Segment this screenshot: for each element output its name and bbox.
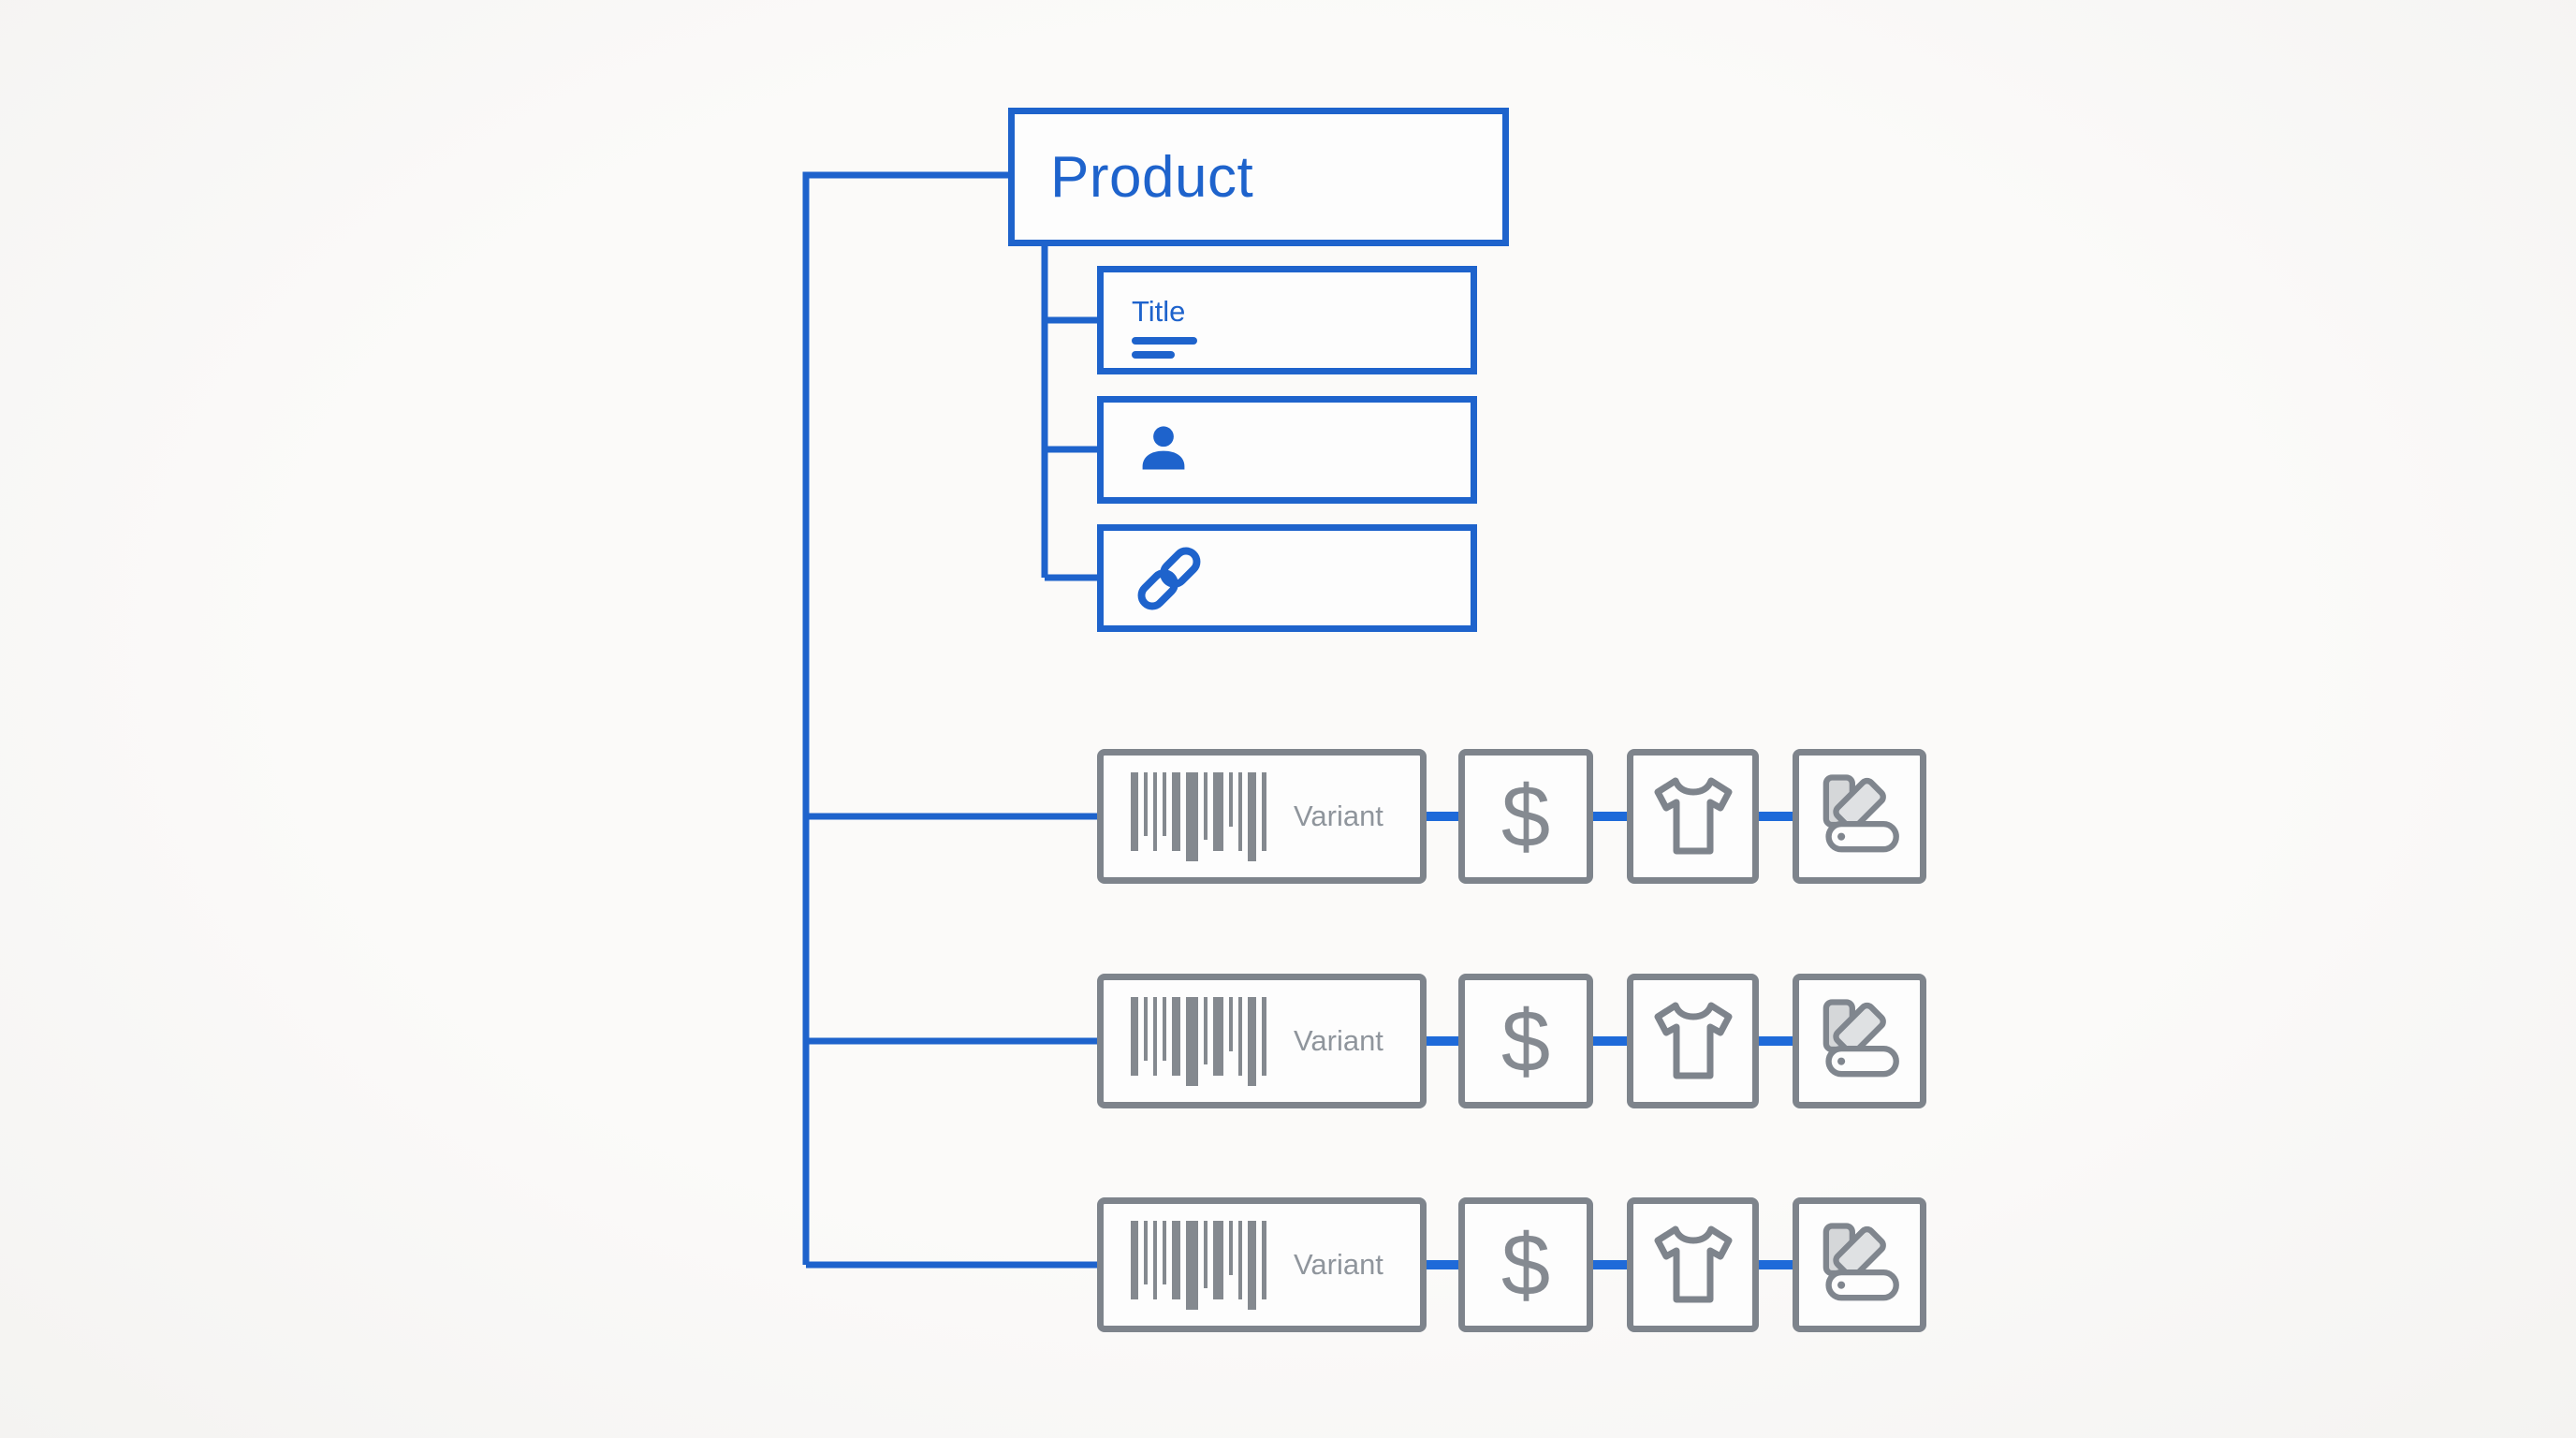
product-node: Product (1008, 108, 1509, 246)
attribute-node-person (1097, 396, 1477, 504)
dollar-sign-icon: $ (1500, 991, 1551, 1090)
tshirt-icon (1647, 1218, 1740, 1312)
tshirt-icon (1647, 994, 1740, 1088)
barcode-icon (1131, 997, 1266, 1086)
attribute-node-link (1097, 524, 1477, 632)
variant-label: Variant (1294, 1024, 1383, 1057)
variant-price-node: $ (1458, 1197, 1593, 1332)
product-label: Product (1050, 144, 1254, 210)
variant-label: Variant (1294, 1248, 1383, 1281)
text-lines-icon (1132, 351, 1175, 359)
tshirt-icon (1647, 770, 1740, 863)
tree-connector-lines (802, 171, 1099, 1269)
variant-row: Variant $ (1097, 1197, 1926, 1332)
variant-node: Variant (1097, 1197, 1427, 1332)
variant-node: Variant (1097, 974, 1427, 1108)
variant-price-node: $ (1458, 749, 1593, 884)
title-label: Title (1132, 295, 1186, 328)
variant-color-node (1793, 974, 1926, 1108)
person-icon (1134, 420, 1193, 480)
variant-connector-lines (1425, 812, 1794, 1269)
variant-apparel-node (1627, 974, 1759, 1108)
link-icon (1128, 537, 1210, 620)
color-swatch-icon (1799, 1204, 1920, 1326)
text-lines-icon (1132, 337, 1197, 345)
variant-row: Variant $ (1097, 974, 1926, 1108)
variant-node: Variant (1097, 749, 1427, 884)
barcode-icon (1131, 772, 1266, 861)
variant-apparel-node (1627, 1197, 1759, 1332)
color-swatch-icon (1799, 980, 1920, 1102)
variant-color-node (1793, 1197, 1926, 1332)
variant-price-node: $ (1458, 974, 1593, 1108)
variant-color-node (1793, 749, 1926, 884)
attribute-node-title: Title (1097, 266, 1477, 374)
variant-apparel-node (1627, 749, 1759, 884)
barcode-icon (1131, 1221, 1266, 1310)
color-swatch-icon (1799, 756, 1920, 877)
dollar-sign-icon: $ (1500, 1215, 1551, 1313)
variant-row: Variant $ (1097, 749, 1926, 884)
dollar-sign-icon: $ (1500, 767, 1551, 865)
variant-label: Variant (1294, 800, 1383, 832)
